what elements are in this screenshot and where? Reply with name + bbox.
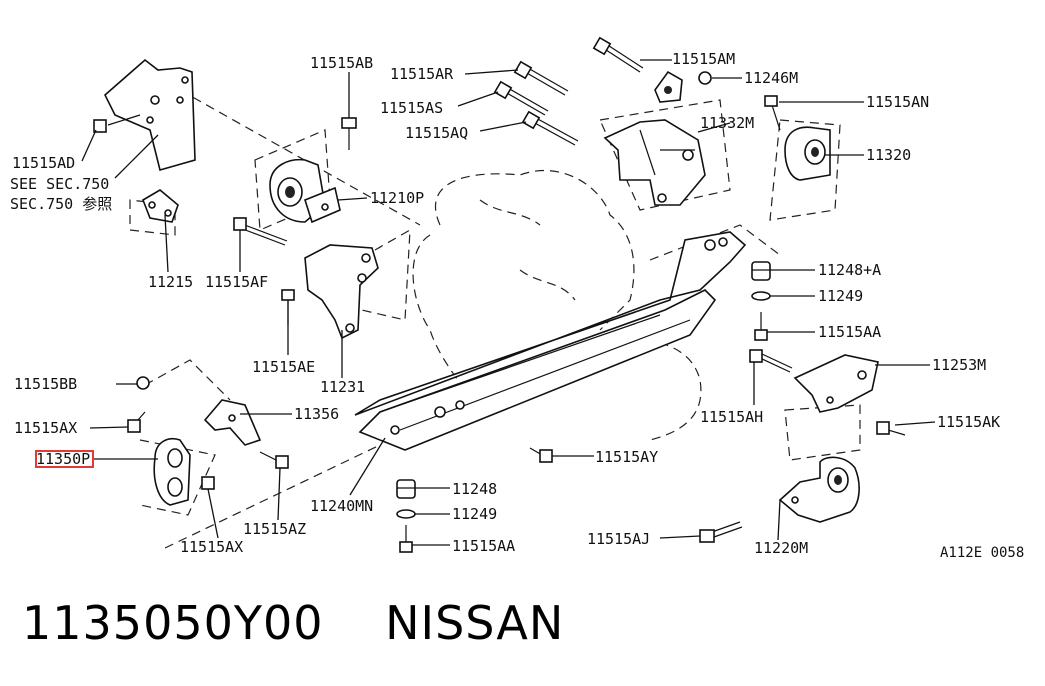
label-11210P: 11210P [370,189,424,207]
label-11253M: 11253M [932,356,986,374]
label-11515AJ: 11515AJ [587,530,650,548]
bushings [396,261,771,519]
nut-11246M [654,70,712,103]
bracket-11356 [203,399,262,446]
plate-11215 [142,189,179,223]
label-11332M: 11332M [700,114,754,132]
label-11515AB: 11515AB [310,54,373,72]
label-11515AQ: 11515AQ [405,124,468,142]
insulator-11220M [778,456,860,523]
label-11515AM: 11515AM [672,50,735,68]
bracket-sec750 [104,58,196,171]
insulator-11210P [269,158,341,224]
part-number: 1135050Y00 [22,596,324,650]
label-11320: 11320 [866,146,911,164]
label-11515AH: 11515AH [700,408,763,426]
label-11515AF: 11515AF [205,273,268,291]
label-11515AE: 11515AE [252,358,315,376]
bracket-11332M [603,119,706,206]
highlight-box [35,450,94,468]
label-11515BB: 11515BB [14,375,77,393]
label-11249-lower: 11249 [452,505,497,523]
label-11246M: 11246M [744,69,798,87]
label-11515AY: 11515AY [595,448,658,466]
parts-diagram: 11515AB 11515AR 11515AM 11246M 11515AS 1… [10,36,1024,561]
label-11215: 11215 [148,273,193,291]
part-labels: 11515AB 11515AR 11515AM 11246M 11515AS 1… [10,50,1024,561]
label-11350P: 11350P [36,450,90,468]
label-11515AN: 11515AN [866,93,929,111]
label-11356: 11356 [294,405,339,423]
label-11248A: 11248+A [818,261,881,279]
part-caption: 1135050Y00 NISSAN [22,596,564,666]
bracket-11231 [304,244,379,340]
leader-lines [81,59,936,546]
crossmember-11240MN [354,231,747,451]
label-11515AD: 11515AD [12,154,75,172]
diagram-code: A112E 0058 [940,545,1024,561]
bolts [93,36,906,553]
label-11515AA-lower: 11515AA [452,537,515,555]
bracket-11253M [793,354,879,413]
label-11515AX-upper: 11515AX [14,419,77,437]
insulator-11350P [153,438,191,506]
insulator-11320 [784,126,831,181]
label-see-sec750: SEE SEC.750 [10,175,109,193]
label-11231: 11231 [320,378,365,396]
label-11515AS: 11515AS [380,99,443,117]
label-11220M: 11220M [754,539,808,557]
label-11515AA-upper: 11515AA [818,323,881,341]
label-11515AX-lower: 11515AX [180,538,243,556]
label-11240MN: 11240MN [310,497,373,515]
label-11248: 11248 [452,480,497,498]
label-sec750-ref: SEC.750 参照 [10,195,112,213]
brand-name: NISSAN [385,596,565,650]
label-11249-upper: 11249 [818,287,863,305]
label-11515AZ: 11515AZ [243,520,306,538]
label-11515AK: 11515AK [937,413,1000,431]
label-11515AR: 11515AR [390,65,454,83]
